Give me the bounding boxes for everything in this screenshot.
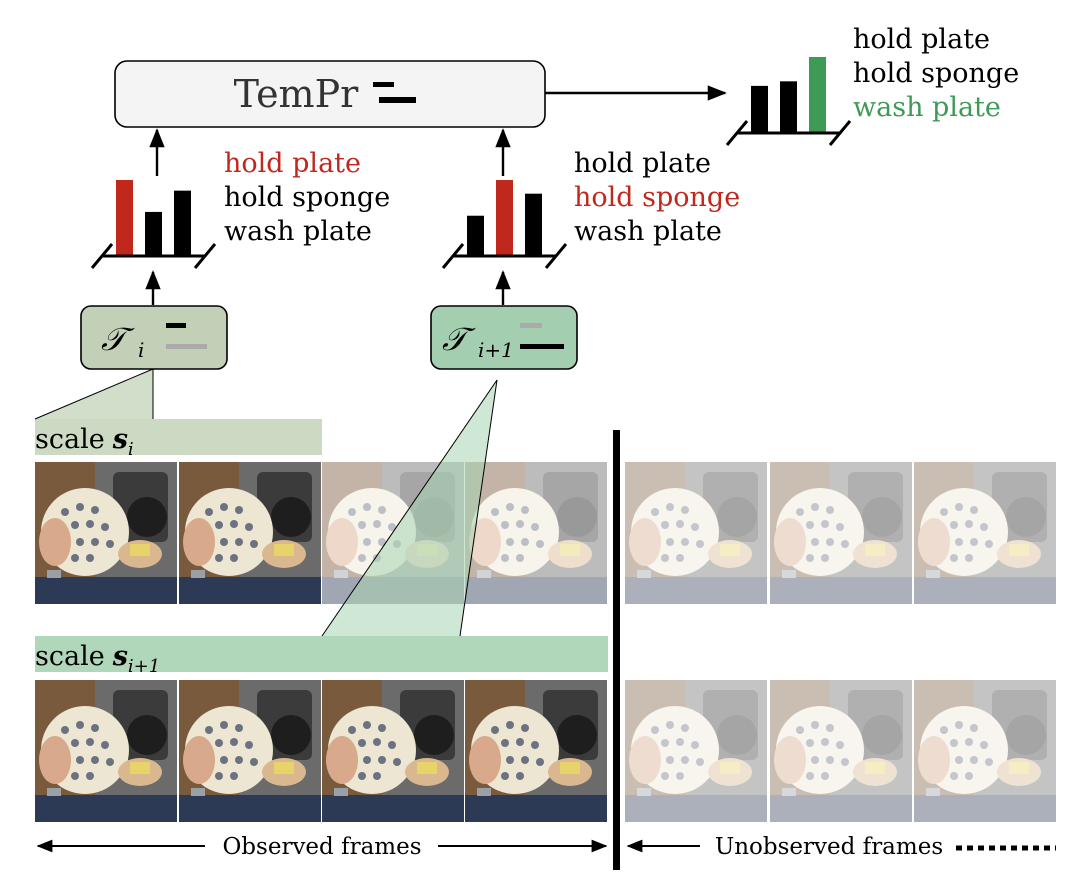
tower-i1-box xyxy=(430,305,578,370)
prediction-top-label-0: hold plate xyxy=(853,24,990,55)
tower-i-bar-0 xyxy=(116,180,133,256)
tower-i-labels: hold plate hold sponge wash plate xyxy=(224,148,390,247)
tower-i-label-2: wash plate xyxy=(224,216,372,247)
scale-i-band xyxy=(35,419,322,455)
tower-i1-label-1: hold sponge xyxy=(574,182,740,213)
prediction-top-bar-1 xyxy=(780,81,797,133)
unobserved-label: Unobserved frames xyxy=(715,834,943,860)
tower-i1-icon xyxy=(520,323,564,349)
tower-i1-labels: hold plate hold sponge wash plate xyxy=(574,148,740,247)
tower-i1-label-2: wash plate xyxy=(574,216,722,247)
tower-i1-bar-2 xyxy=(525,193,542,256)
tower-i-bar-1 xyxy=(145,211,162,256)
tempr-icon xyxy=(373,82,416,103)
tower-i-chart xyxy=(90,180,217,269)
frames-row-scale-i xyxy=(35,462,1056,604)
tower-i-label-0: hold plate xyxy=(224,148,361,179)
tower-i-axis-tick-0 xyxy=(90,243,114,269)
observed-divider xyxy=(613,430,620,870)
tower-i-label-1: hold sponge xyxy=(224,182,390,213)
tower-i-subscript: i xyxy=(138,338,144,362)
tower-i1-axis-tick-0 xyxy=(441,243,465,269)
observed-label: Observed frames xyxy=(222,834,421,860)
prediction-top-labels: hold plate hold sponge wash plate xyxy=(853,24,1019,123)
tower-i1-subscript: i+1 xyxy=(478,338,514,362)
prediction-top-bar-2 xyxy=(809,57,826,133)
tempr-label: TemPr xyxy=(234,72,359,116)
prediction-top-label-2: wash plate xyxy=(853,92,1001,123)
prediction-top-chart xyxy=(725,57,852,146)
tower-i1-chart xyxy=(441,180,568,269)
tower-i-icon xyxy=(166,323,207,349)
frames-row-scale-i1 xyxy=(35,680,1056,822)
prediction-top-bar-0 xyxy=(751,85,768,133)
tower-i-axis-tick-1 xyxy=(193,243,217,269)
scale-i1-band xyxy=(35,636,608,672)
prediction-top-label-1: hold sponge xyxy=(853,58,1019,89)
tower-i-box xyxy=(80,305,228,370)
tower-i1-axis-tick-1 xyxy=(544,243,568,269)
tower-i1-bar-1 xyxy=(496,180,513,256)
tower-i1-bar-0 xyxy=(467,215,484,256)
tower-i-bar-2 xyxy=(174,190,191,256)
prediction-top-axis-tick-0 xyxy=(725,120,749,146)
tower-i1-label-0: hold plate xyxy=(574,148,711,179)
prediction-top-axis-tick-1 xyxy=(828,120,852,146)
